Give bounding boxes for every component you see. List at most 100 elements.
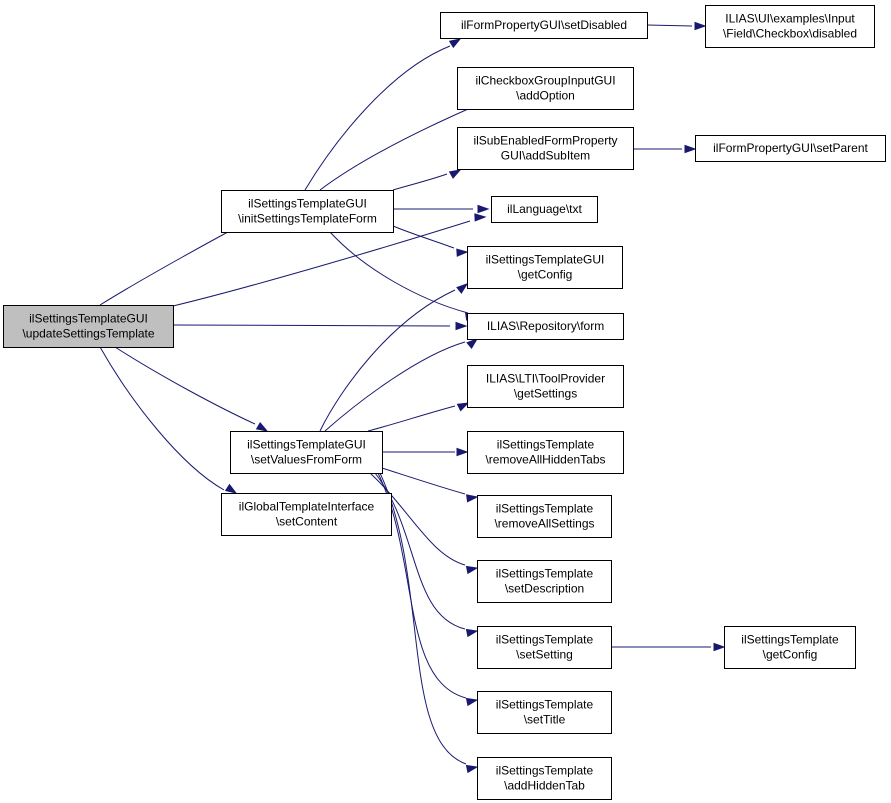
node-box (705, 5, 875, 48)
edge-line (329, 231, 469, 314)
node-label: ilSettingsTemplate (741, 633, 839, 647)
edge-update-to-setContent (99, 346, 238, 494)
node-label: GUI\addSubItem (501, 149, 590, 163)
edge-line (319, 289, 456, 432)
node-label: ilSettingsTemplate (496, 764, 594, 778)
edge-initForm-to-addOption (319, 105, 476, 191)
arrowhead (455, 321, 468, 331)
node-addHiddenTab[interactable]: ilSettingsTemplate\addHiddenTab (477, 757, 612, 800)
node-box (467, 365, 624, 408)
arrowhead (713, 642, 726, 652)
arrowhead (224, 483, 238, 494)
edge-line (646, 24, 693, 27)
edge-line (99, 346, 225, 491)
edge-addSubItem-to-setParent (633, 144, 697, 154)
arrowhead (465, 565, 479, 575)
node-box (457, 127, 634, 170)
node-box (477, 495, 612, 538)
node-label: \initSettingsTemplateForm (238, 212, 377, 226)
node-box (477, 691, 612, 734)
node-setParent[interactable]: ilFormPropertyGUI\setParent (695, 135, 886, 162)
node-removeSettings[interactable]: ilSettingsTemplate\removeAllSettings (477, 495, 612, 538)
node-label: \setSetting (516, 648, 573, 662)
node-setTitle[interactable]: ilSettingsTemplate\setTitle (477, 691, 612, 734)
node-label: \getSettings (514, 387, 577, 401)
edge-setValues-to-removeSettings (381, 467, 479, 503)
arrowhead (694, 21, 707, 31)
edge-initForm-to-form (329, 231, 478, 321)
node-box (230, 431, 383, 474)
node-getConfigT[interactable]: ilSettingsTemplate\getConfig (724, 626, 856, 669)
arrowhead (448, 38, 462, 49)
edge-line (114, 346, 256, 425)
arrowhead (684, 144, 697, 154)
node-getConfigGUI[interactable]: ilSettingsTemplateGUI\getConfig (467, 246, 623, 289)
arrowhead (465, 764, 479, 774)
node-setDisabled[interactable]: ilFormPropertyGUI\setDisabled (440, 12, 648, 39)
edge-line (304, 45, 451, 191)
node-box (440, 12, 648, 39)
node-removeTabs[interactable]: ilSettingsTemplate\removeAllHiddenTabs (467, 431, 624, 474)
node-label: ILIAS\UI\examples\Input (725, 12, 855, 26)
node-box (467, 313, 624, 340)
arrowhead (465, 697, 479, 707)
node-label: ILIAS\Repository\form (487, 319, 604, 333)
node-setSetting[interactable]: ilSettingsTemplate\setSetting (477, 626, 612, 669)
arrowhead (448, 169, 462, 179)
node-label: ilGlobalTemplateInterface (239, 500, 375, 514)
node-label: ilFormPropertyGUI\setDisabled (461, 18, 627, 32)
node-box (3, 305, 174, 348)
node-label: ilSettingsTemplateGUI (486, 253, 605, 267)
node-label: ilSettingsTemplate (496, 502, 594, 516)
node-label: ilSettingsTemplateGUI (248, 197, 367, 211)
node-label: \updateSettingsTemplate (22, 327, 154, 341)
arrowhead (474, 213, 487, 222)
node-label: \Field\Checkbox\disabled (723, 27, 857, 41)
edge-setDisabled-to-cbDisabled (646, 21, 707, 31)
node-box (467, 431, 624, 474)
node-label: \setTitle (524, 713, 566, 727)
node-setDescription[interactable]: ilSettingsTemplate\setDescription (477, 560, 612, 603)
node-box (221, 493, 392, 536)
edge-setValues-to-form (324, 338, 479, 432)
node-initForm[interactable]: ilSettingsTemplateGUI\initSettingsTempla… (221, 190, 394, 233)
node-label: ilSettingsTemplateGUI (29, 312, 148, 326)
edge-setValues-to-setDescription (369, 472, 479, 575)
node-update[interactable]: ilSettingsTemplateGUI\updateSettingsTemp… (3, 305, 174, 348)
node-box (477, 626, 612, 669)
edge-update-to-setValues (114, 346, 269, 432)
arrowhead (456, 248, 469, 257)
node-getSettings[interactable]: ILIAS\LTI\ToolProvider\getSettings (467, 365, 624, 408)
node-label: ilFormPropertyGUI\setParent (713, 141, 868, 155)
edge-update-to-txt (172, 213, 487, 307)
node-addOption[interactable]: ilCheckboxGroupInputGUI\addOption (457, 67, 634, 110)
node-setValues[interactable]: ilSettingsTemplateGUI\setValuesFromForm (230, 431, 383, 474)
edge-initForm-to-setDisabled (304, 38, 462, 191)
node-cbDisabled[interactable]: ILIAS\UI\examples\Input\Field\Checkbox\d… (705, 5, 875, 48)
node-box (491, 196, 598, 223)
edge-line (172, 324, 451, 327)
arrowhead (456, 447, 469, 457)
edge-line (319, 105, 476, 191)
arrowhead (466, 494, 479, 503)
node-txt[interactable]: ilLanguage\txt (491, 196, 598, 223)
edge-setValues-to-getConfigGUI (319, 283, 469, 432)
node-box (457, 67, 634, 110)
node-label: \addOption (516, 89, 575, 103)
arrowhead (255, 422, 269, 432)
arrowhead (456, 402, 470, 412)
edge-setValues-to-addHiddenTab (379, 472, 479, 774)
node-label: \setContent (276, 515, 338, 529)
node-label: ilLanguage\txt (507, 202, 582, 216)
edge-setSetting-to-getConfigT (611, 642, 726, 652)
edge-line (392, 173, 448, 191)
arrowhead (477, 204, 490, 214)
node-form[interactable]: ILIAS\Repository\form (467, 313, 624, 340)
node-box (221, 190, 394, 233)
node-label: \removeAllHiddenTabs (485, 453, 605, 467)
arrowhead (466, 338, 479, 349)
node-label: ilSettingsTemplate (496, 633, 594, 647)
node-label: ilSettingsTemplate (496, 567, 594, 581)
node-setContent[interactable]: ilGlobalTemplateInterface\setContent (221, 493, 392, 536)
